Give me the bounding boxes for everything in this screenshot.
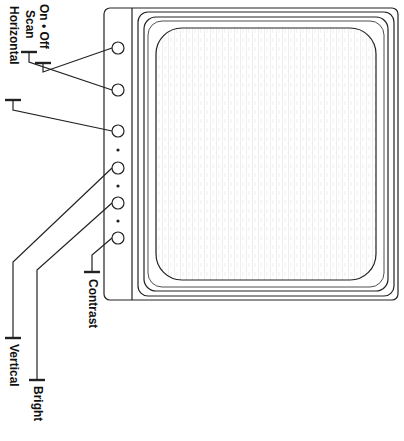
control-label: Vertical bbox=[7, 344, 20, 387]
control-label: Contrast bbox=[86, 279, 99, 328]
control-label: On • Off bbox=[37, 4, 50, 49]
control-label: Bright bbox=[31, 386, 44, 421]
control-label: Scan bbox=[23, 10, 36, 39]
screen bbox=[156, 28, 376, 280]
leader-lines bbox=[5, 48, 112, 380]
knob-dots bbox=[116, 148, 119, 222]
control-knobs bbox=[112, 42, 124, 244]
control-label: Horizontal bbox=[7, 6, 20, 65]
monitor-housing bbox=[104, 8, 398, 300]
